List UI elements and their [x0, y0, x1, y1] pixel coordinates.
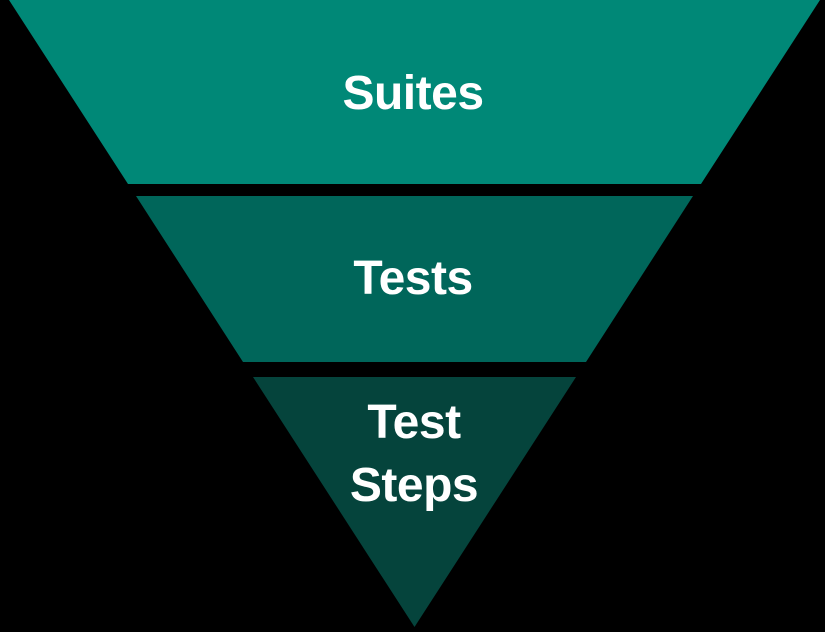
- tier-suites-label: Suites: [342, 67, 483, 120]
- tier-tests-label: Tests: [353, 252, 472, 305]
- tier-test-steps-label-line1: Test: [367, 396, 461, 449]
- tier-test-steps-label-line2: Steps: [350, 459, 478, 512]
- tier-test-steps-shape: [253, 377, 576, 627]
- tier-suites-shape: [9, 0, 820, 184]
- tier-tests-shape: [136, 196, 693, 362]
